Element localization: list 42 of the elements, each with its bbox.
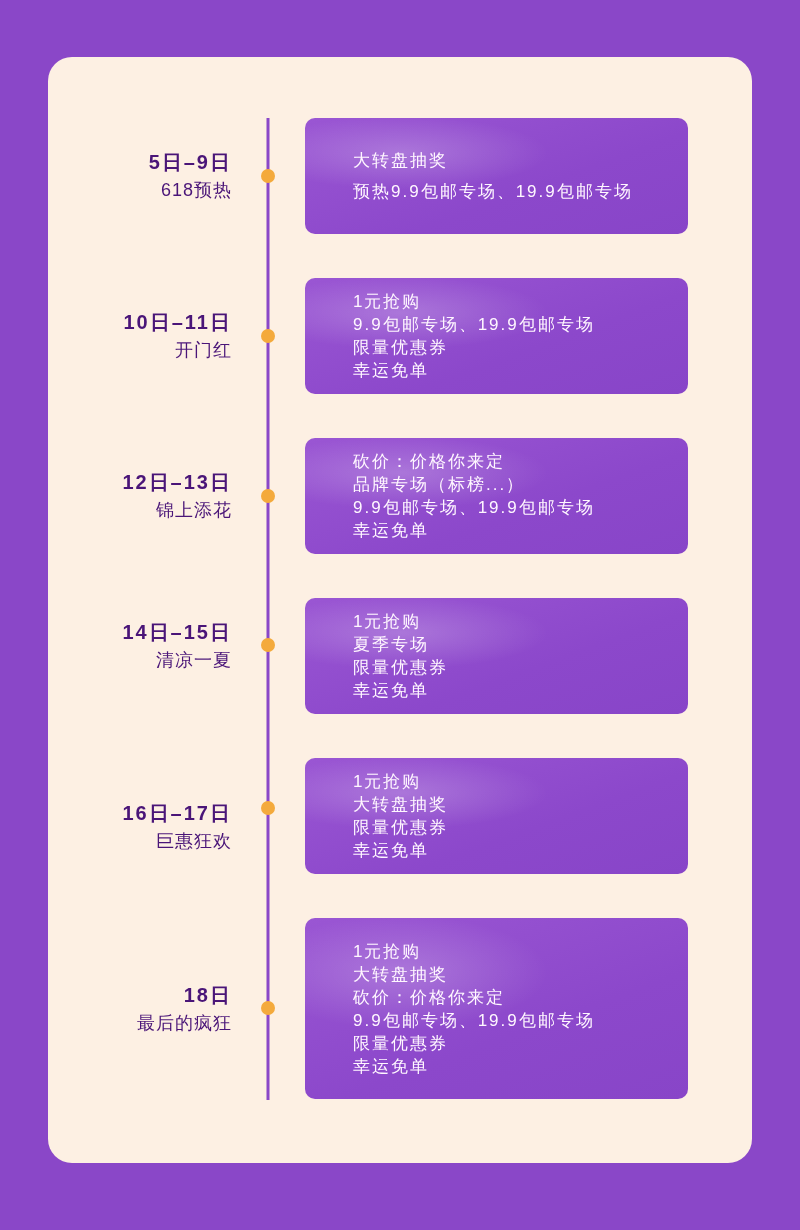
activity-item: 大转盘抽奖 xyxy=(353,794,448,816)
activity-item: 幸运免单 xyxy=(353,840,429,862)
event-box xyxy=(305,918,688,1099)
activity-item: 9.9包邮专场、19.9包邮专场 xyxy=(353,497,595,519)
activity-item: 限量优惠券 xyxy=(353,337,448,359)
activity-item: 幸运免单 xyxy=(353,1055,429,1078)
date-label: 12日–13日 xyxy=(122,470,232,495)
activity-item: 限量优惠券 xyxy=(353,1032,448,1055)
event-box xyxy=(305,758,688,874)
date-label: 5日–9日 xyxy=(148,150,232,175)
phase-name: 618预热 xyxy=(160,179,232,202)
event-box xyxy=(305,598,688,714)
event-box xyxy=(305,118,688,234)
activity-item: 幸运免单 xyxy=(353,360,429,382)
activity-item: 砍价：价格你来定 xyxy=(353,451,505,473)
activity-item: 砍价：价格你来定 xyxy=(353,986,505,1009)
activity-item: 大转盘抽奖 xyxy=(353,963,448,986)
activity-item: 幸运免单 xyxy=(353,680,429,702)
activity-item: 大转盘抽奖 xyxy=(353,150,448,172)
activity-item: 9.9包邮专场、19.9包邮专场 xyxy=(353,314,595,336)
activity-item: 幸运免单 xyxy=(353,520,429,542)
activity-item: 限量优惠券 xyxy=(353,817,448,839)
activity-item: 限量优惠券 xyxy=(353,657,448,679)
activity-item: 9.9包邮专场、19.9包邮专场 xyxy=(353,1009,595,1032)
activity-item: 预热9.9包邮专场、19.9包邮专场 xyxy=(353,181,633,203)
phase-name: 开门红 xyxy=(175,339,232,362)
activity-item: 1元抢购 xyxy=(353,611,422,633)
phase-name: 清凉一夏 xyxy=(156,649,232,672)
event-box xyxy=(305,438,688,554)
activity-item: 1元抢购 xyxy=(353,771,422,793)
phase-name: 锦上添花 xyxy=(156,499,232,522)
event-box xyxy=(305,278,688,394)
phase-name: 最后的疯狂 xyxy=(137,1012,232,1035)
activity-item: 1元抢购 xyxy=(353,291,422,313)
activity-item: 1元抢购 xyxy=(353,940,422,963)
phase-name: 巨惠狂欢 xyxy=(156,830,232,853)
date-label: 10日–11日 xyxy=(123,310,232,335)
activity-item: 品牌专场（标榜...） xyxy=(353,474,526,496)
date-label: 18日 xyxy=(183,983,232,1008)
activity-item: 夏季专场 xyxy=(353,634,429,656)
date-label: 14日–15日 xyxy=(122,620,232,645)
date-label: 16日–17日 xyxy=(122,801,232,826)
